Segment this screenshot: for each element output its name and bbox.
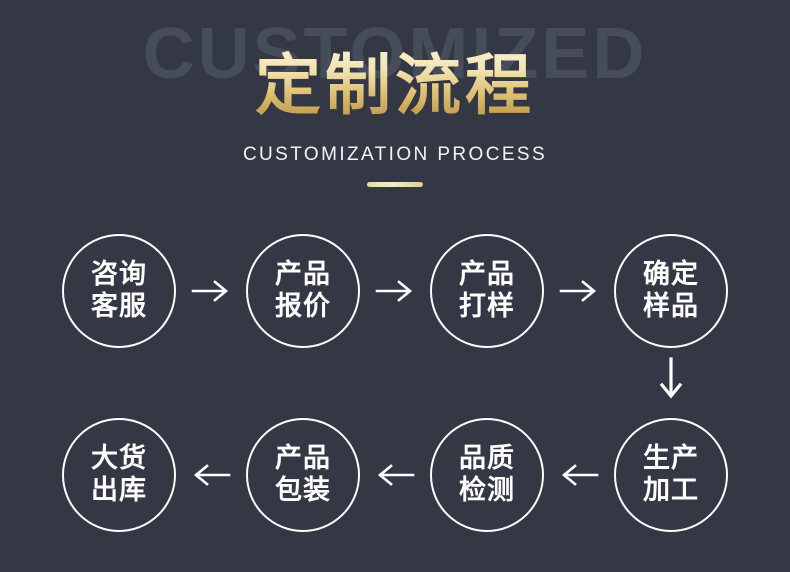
flow-node-label-line1: 产品 [275,443,331,474]
flow-node-product-packing[interactable]: 产品 包装 [246,418,360,532]
flow-node-label-line2: 打样 [459,291,515,321]
flow-node-label-line1: 大货 [91,443,147,474]
poster-header: CUSTOMIZED 定制流程 CUSTOMIZATION PROCESS [0,0,790,210]
arrow-left-icon [189,458,233,492]
flow-node-label-line1: 产品 [275,259,331,290]
page-title: 定制流程 [0,48,790,124]
flow-node-production[interactable]: 生产 加工 [614,418,728,532]
title-divider [367,182,423,187]
flow-node-confirm-sample[interactable]: 确定 样品 [614,234,728,348]
flow-node-consult-service[interactable]: 咨询 客服 [62,234,176,348]
watermark-text: CUSTOMIZED [0,18,790,90]
flow-node-quality-check[interactable]: 品质 检测 [430,418,544,532]
flow-node-product-quote[interactable]: 产品 报价 [246,234,360,348]
flow-node-label-line2: 出库 [91,475,147,505]
flow-node-label-line2: 包装 [275,475,331,505]
flow-node-bulk-shipment[interactable]: 大货 出库 [62,418,176,532]
flow-node-label-line1: 生产 [643,443,699,474]
flow-node-label-line2: 报价 [275,291,331,321]
flow-node-label-line2: 样品 [643,291,699,321]
flow-node-label-line2: 客服 [91,291,147,321]
arrow-down-icon [654,356,688,402]
flow-node-label-line2: 加工 [643,475,699,505]
flow-node-label-line1: 确定 [643,259,699,290]
arrow-right-icon [373,274,417,308]
arrow-right-icon [557,274,601,308]
page-subtitle: CUSTOMIZATION PROCESS [242,144,548,165]
arrow-left-icon [557,458,601,492]
flow-node-label-line2: 检测 [459,475,515,505]
flow-node-product-sample[interactable]: 产品 打样 [430,234,544,348]
flow-node-label-line1: 品质 [459,443,515,474]
arrow-left-icon [373,458,417,492]
flow-node-label-line1: 咨询 [91,259,147,290]
flow-node-label-line1: 产品 [459,259,515,290]
arrow-right-icon [189,274,233,308]
